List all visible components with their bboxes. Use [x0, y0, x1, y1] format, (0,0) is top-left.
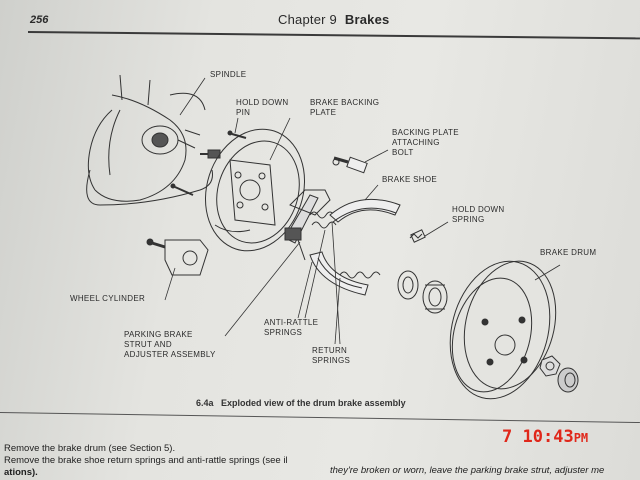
label-spindle: SPINDLE: [210, 70, 247, 79]
body-line-3: ations).: [4, 467, 38, 478]
caption-text: Exploded view of the drum brake assembly: [221, 398, 406, 408]
figure-caption: 6.4a Exploded view of the drum brake ass…: [196, 398, 406, 408]
stamp-time: 10:43: [522, 427, 574, 447]
label-brake-drum: BRAKE DRUM: [540, 248, 597, 257]
page-number: 256: [30, 14, 49, 26]
stamp-ampm: PM: [573, 431, 589, 445]
backing-plate: [204, 128, 306, 252]
parking-strut: [284, 189, 331, 261]
label-parking-brake-strut: PARKING BRAKE STRUT AND ADJUSTER ASSEMBL…: [124, 330, 216, 359]
label-hold-down-spring: HOLD DOWN SPRING: [452, 205, 505, 224]
label-brake-shoe: BRAKE SHOE: [382, 175, 438, 184]
body-line-1: Remove the brake drum (see Section 5).: [4, 443, 176, 454]
label-attaching-bolt: BACKING PLATE ATTACHING BOLT: [392, 128, 459, 157]
spindle-knuckle: [87, 74, 206, 202]
brake-shoe-lower: [309, 251, 369, 296]
label-anti-rattle-springs: ANTI-RATTLE SPRINGS: [264, 318, 319, 337]
label-hold-down-pin: HOLD DOWN PIN: [236, 98, 289, 117]
chapter-number: Chapter 9: [278, 12, 337, 27]
caption-rule: [0, 412, 640, 424]
brake-drum: [449, 260, 557, 400]
seal-and-bearing: [397, 270, 448, 314]
stamp-day: 7: [502, 427, 513, 447]
brake-shoe-upper: [329, 198, 401, 223]
header-rule: [27, 31, 640, 40]
chapter-section: Brakes: [344, 12, 390, 27]
body-line-2: Remove the brake shoe return springs and…: [4, 455, 288, 466]
grease-cap: [557, 367, 579, 393]
exploded-brake-diagram: [86, 74, 579, 400]
leader-lines: [164, 77, 561, 345]
label-return-springs: RETURN SPRINGS: [312, 346, 351, 365]
body-right-line: they're broken or worn, leave the parkin…: [330, 465, 605, 476]
caption-number: 6.4a: [196, 398, 214, 408]
attaching-bolt: [332, 156, 368, 174]
brake-line: [86, 169, 213, 206]
label-wheel-cylinder: WHEEL CYLINDER: [70, 294, 146, 303]
label-brake-backing-plate: BRAKE BACKING PLATE: [310, 98, 380, 117]
spindle-bolt: [200, 149, 221, 159]
hold-down-pin-bottom: [170, 183, 194, 196]
chapter-title: Chapter 9 Brakes: [278, 12, 389, 27]
camera-date-stamp: 7 10:43PM: [502, 427, 588, 447]
spindle-nut: [539, 355, 561, 377]
hold-down-spring: [409, 229, 426, 243]
wheel-cylinder: [146, 238, 209, 276]
